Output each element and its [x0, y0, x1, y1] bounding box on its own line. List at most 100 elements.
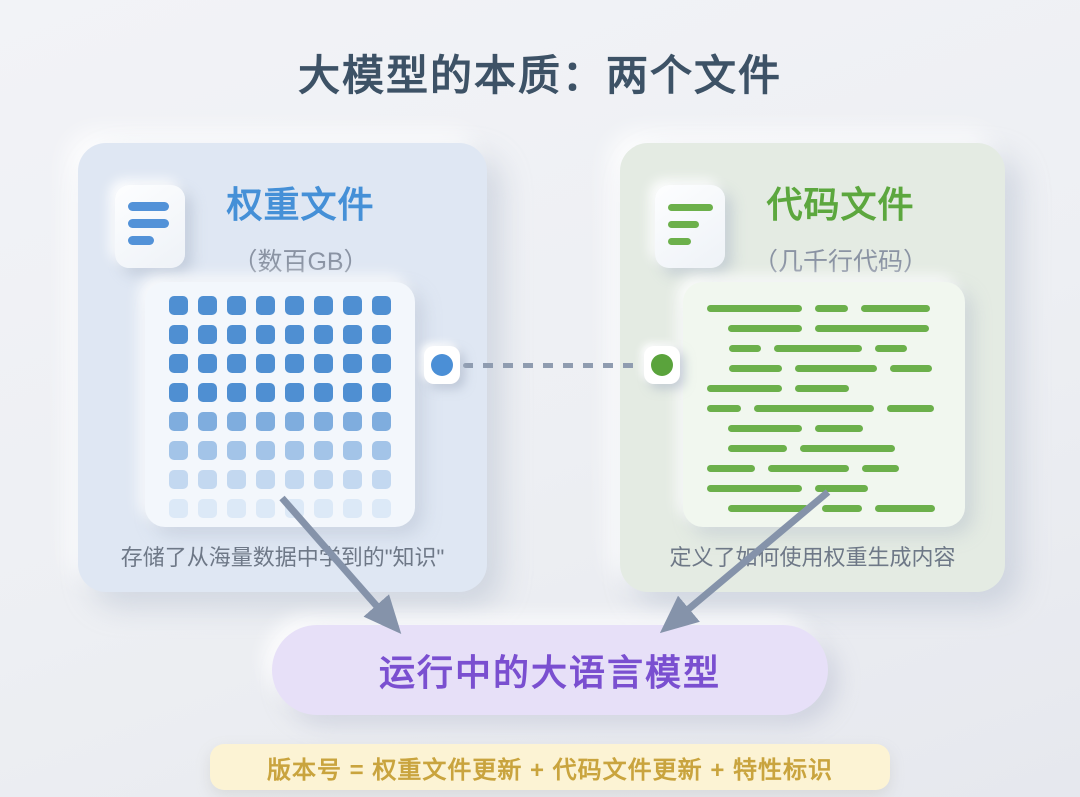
code-segment: [707, 465, 755, 472]
code-segment: [707, 405, 741, 412]
code-line: [728, 445, 965, 452]
code-segment: [774, 345, 862, 352]
code-segment: [875, 345, 907, 352]
code-segment: [768, 465, 849, 472]
weights-document-icon: [115, 185, 185, 268]
weight-cell: [198, 412, 217, 431]
weight-cell: [227, 441, 246, 460]
code-segment: [754, 405, 874, 412]
code-segment: [815, 425, 863, 432]
weight-cell: [314, 441, 333, 460]
weight-cell: [285, 441, 304, 460]
weight-cell: [169, 354, 188, 373]
weight-cell: [285, 354, 304, 373]
code-lines: [683, 282, 965, 527]
weights-file-card: 权重文件 （数百GB） 存储了从海量数据中学到的"知识": [78, 143, 487, 592]
code-segment: [728, 425, 802, 432]
code-card-header: 代码文件 （几千行代码）: [718, 176, 963, 278]
weight-cell: [169, 383, 188, 402]
weight-cell: [343, 354, 362, 373]
connector-chip-left: [424, 346, 460, 384]
code-line: [707, 405, 965, 412]
icon-bar: [668, 204, 713, 211]
code-line: [729, 345, 965, 352]
weight-cell: [285, 499, 304, 518]
code-segment: [729, 365, 782, 372]
code-segment: [707, 485, 802, 492]
weight-cell: [314, 383, 333, 402]
weight-cell: [169, 441, 188, 460]
code-segment: [707, 305, 802, 312]
weight-cell: [314, 325, 333, 344]
weight-cell: [169, 325, 188, 344]
weight-cell: [227, 354, 246, 373]
weight-cell: [227, 412, 246, 431]
weight-cell: [169, 412, 188, 431]
weight-cell: [198, 296, 217, 315]
weight-cell: [343, 412, 362, 431]
weight-cell: [198, 325, 217, 344]
weight-cell: [256, 354, 275, 373]
weight-cell: [285, 296, 304, 315]
icon-bar: [128, 236, 154, 245]
weights-card-title: 权重文件: [226, 184, 375, 225]
code-segment: [815, 485, 868, 492]
code-line: [728, 425, 965, 432]
code-document-icon: [655, 185, 725, 268]
code-segment: [795, 385, 849, 392]
code-segment: [822, 505, 862, 512]
icon-bar: [668, 238, 691, 245]
code-lines-panel: [683, 282, 965, 527]
weight-cell: [256, 441, 275, 460]
code-segment: [890, 365, 932, 372]
weight-cell: [169, 296, 188, 315]
weight-cell: [372, 412, 391, 431]
code-segment: [800, 445, 895, 452]
connector-chip-right: [644, 346, 680, 384]
blue-dot-icon: [431, 354, 453, 376]
weight-cell: [343, 325, 362, 344]
code-segment: [862, 465, 899, 472]
code-segment: [728, 325, 802, 332]
page-title: 大模型的本质：两个文件: [297, 52, 782, 99]
weight-cell: [372, 470, 391, 489]
weight-cell: [372, 383, 391, 402]
weight-cell: [256, 412, 275, 431]
green-dot-icon: [651, 354, 673, 376]
icon-bar: [668, 221, 699, 228]
code-segment: [815, 305, 848, 312]
code-segment: [729, 345, 761, 352]
weight-cell: [227, 383, 246, 402]
weight-cell: [343, 296, 362, 315]
weight-cell: [372, 441, 391, 460]
code-segment: [728, 445, 787, 452]
weights-card-caption: 存储了从海量数据中学到的"知识": [120, 545, 445, 570]
weight-cell: [169, 470, 188, 489]
code-segment: [815, 325, 929, 332]
code-segment: [861, 305, 930, 312]
weight-cell: [198, 499, 217, 518]
version-formula-bar: 版本号 = 权重文件更新 + 代码文件更新 + 特性标识: [210, 744, 890, 790]
code-line: [729, 365, 965, 372]
weight-cell: [227, 325, 246, 344]
code-segment: [728, 505, 809, 512]
weight-cell: [343, 499, 362, 518]
code-line: [707, 485, 965, 492]
weight-cell: [372, 296, 391, 315]
weight-cell: [285, 412, 304, 431]
weight-cell: [256, 499, 275, 518]
dashed-connector-line: [463, 363, 641, 368]
weight-cell: [227, 499, 246, 518]
weight-cell: [314, 354, 333, 373]
weight-cell: [343, 441, 362, 460]
code-segment: [707, 385, 782, 392]
code-segment: [887, 405, 934, 412]
icon-bar: [128, 219, 169, 228]
code-card-subtitle: （几千行代码）: [752, 248, 928, 276]
weight-cell: [285, 325, 304, 344]
weight-cell: [372, 354, 391, 373]
version-formula-label: 版本号 = 权重文件更新 + 代码文件更新 + 特性标识: [266, 756, 834, 784]
code-line: [728, 325, 965, 332]
code-segment: [795, 365, 877, 372]
